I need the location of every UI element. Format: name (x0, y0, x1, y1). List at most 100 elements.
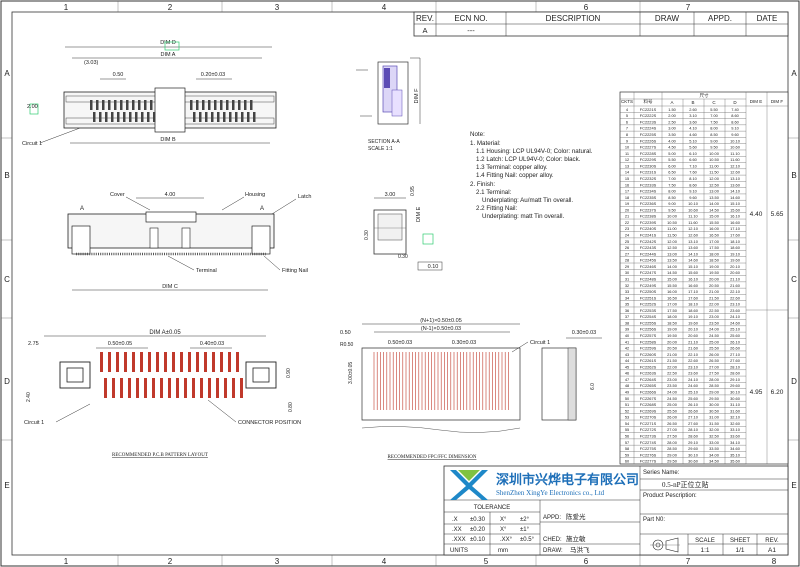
table-cell: 25.00 (667, 402, 678, 407)
table-cell: 33.10 (730, 427, 741, 432)
table-cell: 6.10 (689, 151, 697, 156)
table-cell: 8.00 (710, 126, 718, 131)
section-a-mark-right: A (260, 206, 264, 212)
table-cell: 9.10 (731, 126, 739, 131)
dim-f-label: DIM F (414, 88, 420, 104)
dim-200: 2.00 (27, 104, 38, 110)
table-cell: 13.00 (667, 251, 678, 256)
table-cell: 28.50 (667, 446, 678, 451)
table-cell: 18.50 (709, 258, 720, 263)
table-cell: 11.00 (709, 163, 719, 168)
table-cell: 31.00 (709, 415, 720, 420)
section-a-mark-left: A (80, 206, 84, 212)
fpc-circuit1: Circuit 1 (530, 340, 550, 346)
top-pin-upper (232, 100, 235, 110)
table-cell: 20.10 (730, 264, 741, 269)
table-cell: 28.00 (709, 377, 720, 382)
table-cell: 22 (625, 220, 629, 225)
grid-columns: 1 2 3 4 6 7 1 2 3 4 5 6 7 8 (64, 1, 777, 566)
pcb-pad-upper (140, 352, 143, 372)
col-1-bottom: 1 (64, 557, 69, 566)
f-group-2: 6.20 (771, 389, 784, 396)
table-cell: 21.50 (709, 295, 720, 300)
table-cell: 6.00 (668, 163, 676, 168)
table-cell: 17.00 (709, 239, 720, 244)
product-description-label: Product Pescription: (643, 493, 697, 499)
pcb-pad-lower (232, 378, 235, 398)
pcb-050: 0.50±0.05 (108, 341, 132, 347)
table-cell: FC2253S (640, 308, 657, 313)
row-b: B (4, 171, 9, 180)
top-pin-lower (241, 112, 244, 122)
table-cell: 7.10 (689, 163, 697, 168)
fpc-300: 3.00±0.05 (348, 362, 354, 384)
tolerance-cell: .XX° (500, 537, 513, 543)
table-cell: 18.00 (667, 314, 678, 319)
table-cell: 7.40 (731, 107, 739, 112)
top-pin-upper (90, 100, 93, 110)
sheet-value: 1/1 (735, 547, 744, 554)
table-cell: 19.00 (709, 264, 720, 269)
table-cell: 37 (625, 314, 629, 319)
table-cell: 29.00 (667, 452, 678, 457)
table-cell: 16.50 (667, 295, 678, 300)
projection-symbol (650, 537, 680, 553)
top-pin-upper (102, 100, 105, 110)
table-cell: 15.50 (709, 220, 720, 225)
table-cell: 21.50 (667, 358, 678, 363)
table-cell: 27.10 (730, 352, 741, 357)
table-cell: 12 (625, 157, 629, 162)
table-cell: FC2234S (640, 189, 657, 194)
table-cell: 26.60 (730, 346, 741, 351)
pcb-pad-lower (104, 378, 107, 398)
fpc-050-03: 0.50±0.03 (388, 340, 412, 346)
table-cell: 25.50 (667, 408, 678, 413)
table-cell: 8.60 (689, 182, 697, 187)
table-cell: 46 (625, 371, 629, 376)
table-cell: FC2229S (640, 157, 657, 162)
table-cell: 7.50 (710, 119, 718, 124)
table-cell: 34.50 (709, 459, 720, 464)
table-cell: FC2242S (640, 239, 657, 244)
table-cell: 34.00 (709, 452, 720, 457)
side-095: 0.95 (410, 186, 416, 196)
table-cell: 15.10 (730, 201, 741, 206)
fpc-r050: R0.50 (340, 342, 354, 348)
table-cell: 22.60 (730, 295, 741, 300)
table-cell: 20.00 (667, 339, 678, 344)
flatness-value: 0.10 (428, 264, 439, 270)
table-cell: 10.60 (688, 207, 699, 212)
table-cell: FC2262S (640, 364, 657, 369)
table-cell: 12.10 (688, 226, 699, 231)
table-cell: 23.00 (667, 377, 678, 382)
table-cell: 14.50 (709, 207, 720, 212)
table-cell: 39 (625, 327, 629, 332)
note-10: Underplating: matt Tin overall. (482, 213, 564, 220)
table-cell: 20.60 (730, 270, 741, 275)
table-cell: 2.00 (668, 113, 676, 118)
tolerance-cell: .XX (452, 527, 462, 533)
dimension-table: CKTS 料号 尺寸 A B C D DIM E DIM F 4.40 5.65… (619, 91, 789, 465)
table-cell: 56 (625, 433, 629, 438)
table-cell: 32 (625, 283, 629, 288)
table-cell: 5.60 (689, 145, 697, 150)
table-cell: 35 (625, 302, 629, 307)
table-cell: 27.50 (667, 433, 678, 438)
pcb-pad-lower (216, 378, 219, 398)
table-cell: 26.00 (709, 352, 720, 357)
table-cell: FC2259S (640, 346, 657, 351)
tolerance-cell: .XXX (452, 537, 466, 543)
top-pin-upper (132, 100, 135, 110)
table-cell: 26 (625, 245, 629, 250)
table-cell: 55 (625, 427, 629, 432)
tolerance-cell: ±0.10 (470, 537, 486, 543)
col-6-bottom: 6 (584, 557, 589, 566)
table-cell: 27 (625, 251, 629, 256)
table-cell: 20 (625, 207, 630, 212)
table-cell: 13 (625, 163, 629, 168)
table-cell: 12.00 (709, 176, 720, 181)
table-cell: 35.60 (730, 459, 741, 464)
table-header-pn: 料号 (644, 98, 653, 105)
